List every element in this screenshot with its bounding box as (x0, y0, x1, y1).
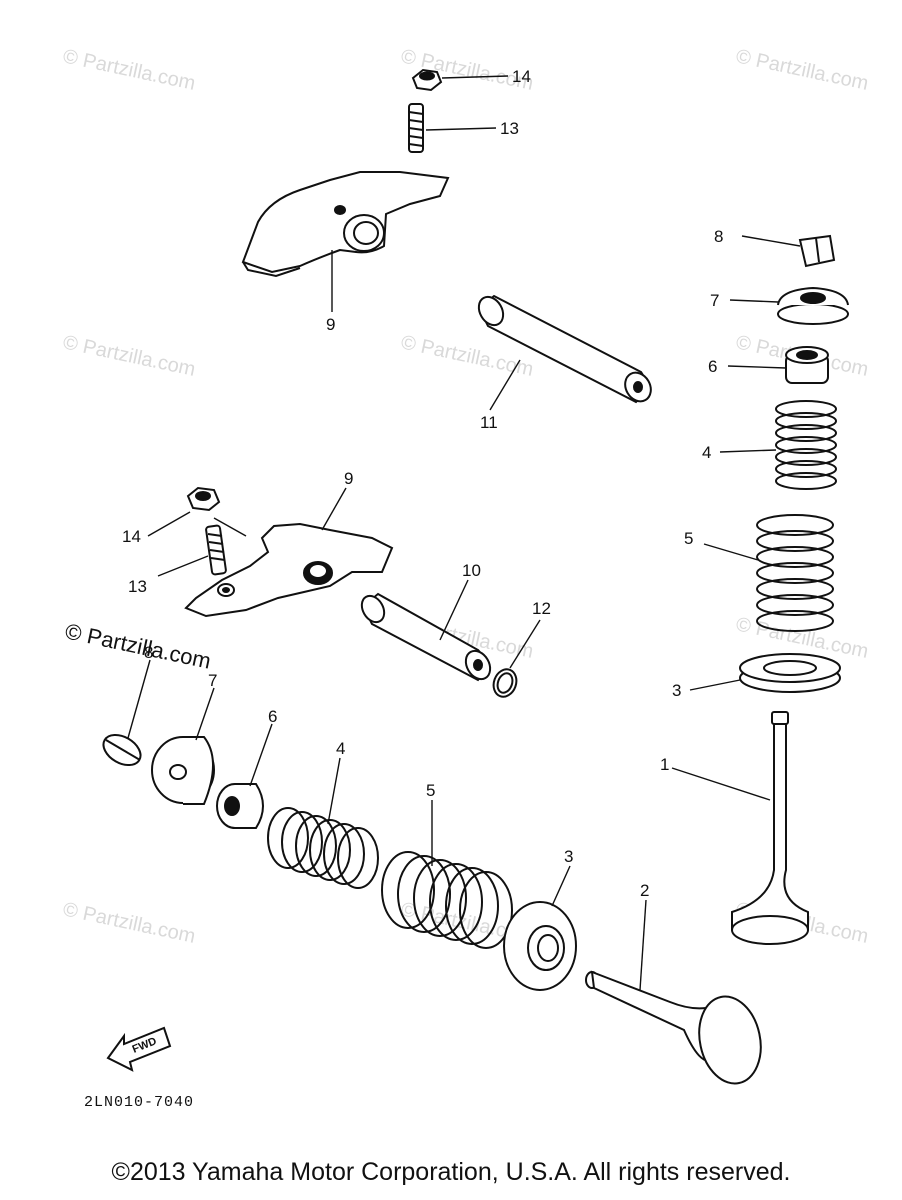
callout-14: 14 (512, 67, 531, 86)
callout-9: 9 (344, 469, 353, 488)
watermark-layer: © Partzilla.com © Partzilla.com © Partzi… (61, 45, 870, 948)
callout-7: 7 (710, 291, 719, 310)
valve-cotter-right (798, 234, 836, 268)
watermark: © Partzilla.com (61, 45, 197, 95)
leader-lines (127, 75, 801, 991)
watermark: © Partzilla.com (63, 618, 213, 673)
adjust-screw-upper (408, 103, 424, 153)
valve-left (585, 970, 762, 1085)
valve-cotter-left (102, 733, 142, 767)
stem-seal-right (785, 346, 829, 384)
adjust-screw-lower (205, 524, 227, 576)
callout-13: 13 (128, 577, 147, 596)
callout-5: 5 (684, 529, 693, 548)
stem-seal-left (216, 783, 264, 829)
valve-right (731, 711, 809, 945)
callout-14: 14 (122, 527, 141, 546)
callout-9: 9 (326, 315, 335, 334)
rocker-nut-lower (186, 486, 221, 512)
callout-3: 3 (672, 681, 681, 700)
callout-10: 10 (462, 561, 481, 580)
callout-12: 12 (532, 599, 551, 618)
diagram-code: 2LN010-7040 (84, 1094, 194, 1111)
spring-seat-left (503, 901, 577, 991)
inner-spring-left (267, 807, 379, 889)
rocker-nut-upper (411, 68, 443, 92)
outer-spring-right (756, 514, 834, 632)
rocker-shaft (477, 294, 652, 404)
callout-8: 8 (714, 227, 723, 246)
callout-6: 6 (268, 707, 277, 726)
spring-retainer-right (777, 286, 849, 325)
rocker-arm-lower (184, 522, 394, 618)
clip-ring (492, 668, 518, 698)
copyright-notice: ©2013 Yamaha Motor Corporation, U.S.A. A… (111, 1158, 791, 1186)
callout-2: 2 (640, 881, 649, 900)
callout-4: 4 (336, 739, 345, 758)
callout-1: 1 (660, 755, 669, 774)
callout-3: 3 (564, 847, 573, 866)
callout-labels: 14 13 9 8 7 6 11 4 9 14 13 5 10 12 3 8 7… (122, 67, 723, 900)
watermark: © Partzilla.com (61, 898, 197, 948)
outer-spring-left (381, 851, 513, 949)
callout-8: 8 (144, 643, 153, 662)
callout-11: 11 (480, 413, 498, 432)
callout-7: 7 (208, 671, 217, 690)
watermark: © Partzilla.com (61, 331, 197, 381)
rocker-arm-upper (241, 171, 450, 278)
callout-6: 6 (708, 357, 717, 376)
callout-13: 13 (500, 119, 519, 138)
inner-spring-right (775, 400, 837, 490)
callout-5: 5 (426, 781, 435, 800)
spring-retainer-left (151, 736, 215, 805)
forward-arrow-icon: FWD (106, 1026, 172, 1072)
rocker-shaft-short (360, 592, 492, 682)
watermark: © Partzilla.com (734, 45, 870, 95)
spring-seat-right (739, 653, 841, 693)
callout-4: 4 (702, 443, 711, 462)
